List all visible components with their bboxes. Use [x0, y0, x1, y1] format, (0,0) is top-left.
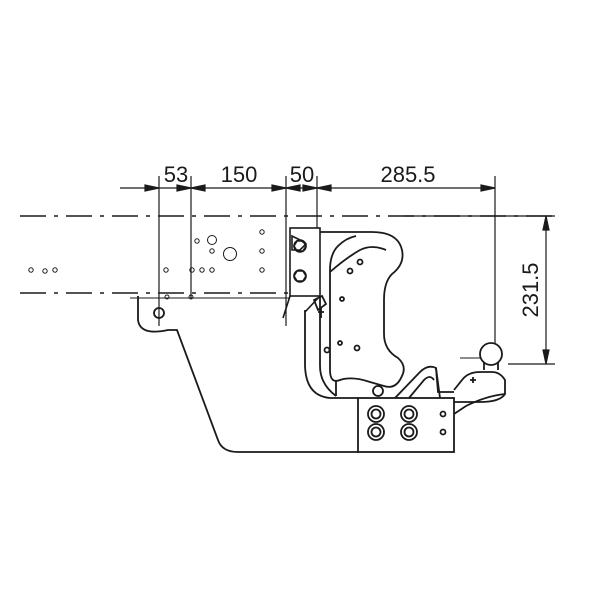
tow-ball-arm: [394, 342, 506, 415]
bottom-block: [357, 385, 455, 453]
main-bracket: [137, 296, 358, 453]
chassis-holes: [28, 229, 265, 300]
cast-body: [312, 231, 405, 397]
dimension-label-50: 50: [290, 162, 314, 187]
vertical-dimension-line: [542, 215, 550, 365]
horizontal-dimension-line: [120, 184, 496, 192]
dimension-label-53: 53: [164, 162, 188, 187]
dimension-label-150: 150: [221, 162, 258, 187]
dimension-label-285-5: 285.5: [380, 162, 435, 187]
dimension-label-231-5: 231.5: [518, 262, 543, 317]
mounting-plate: [282, 227, 321, 319]
dimension-extension-lines: [158, 176, 555, 365]
